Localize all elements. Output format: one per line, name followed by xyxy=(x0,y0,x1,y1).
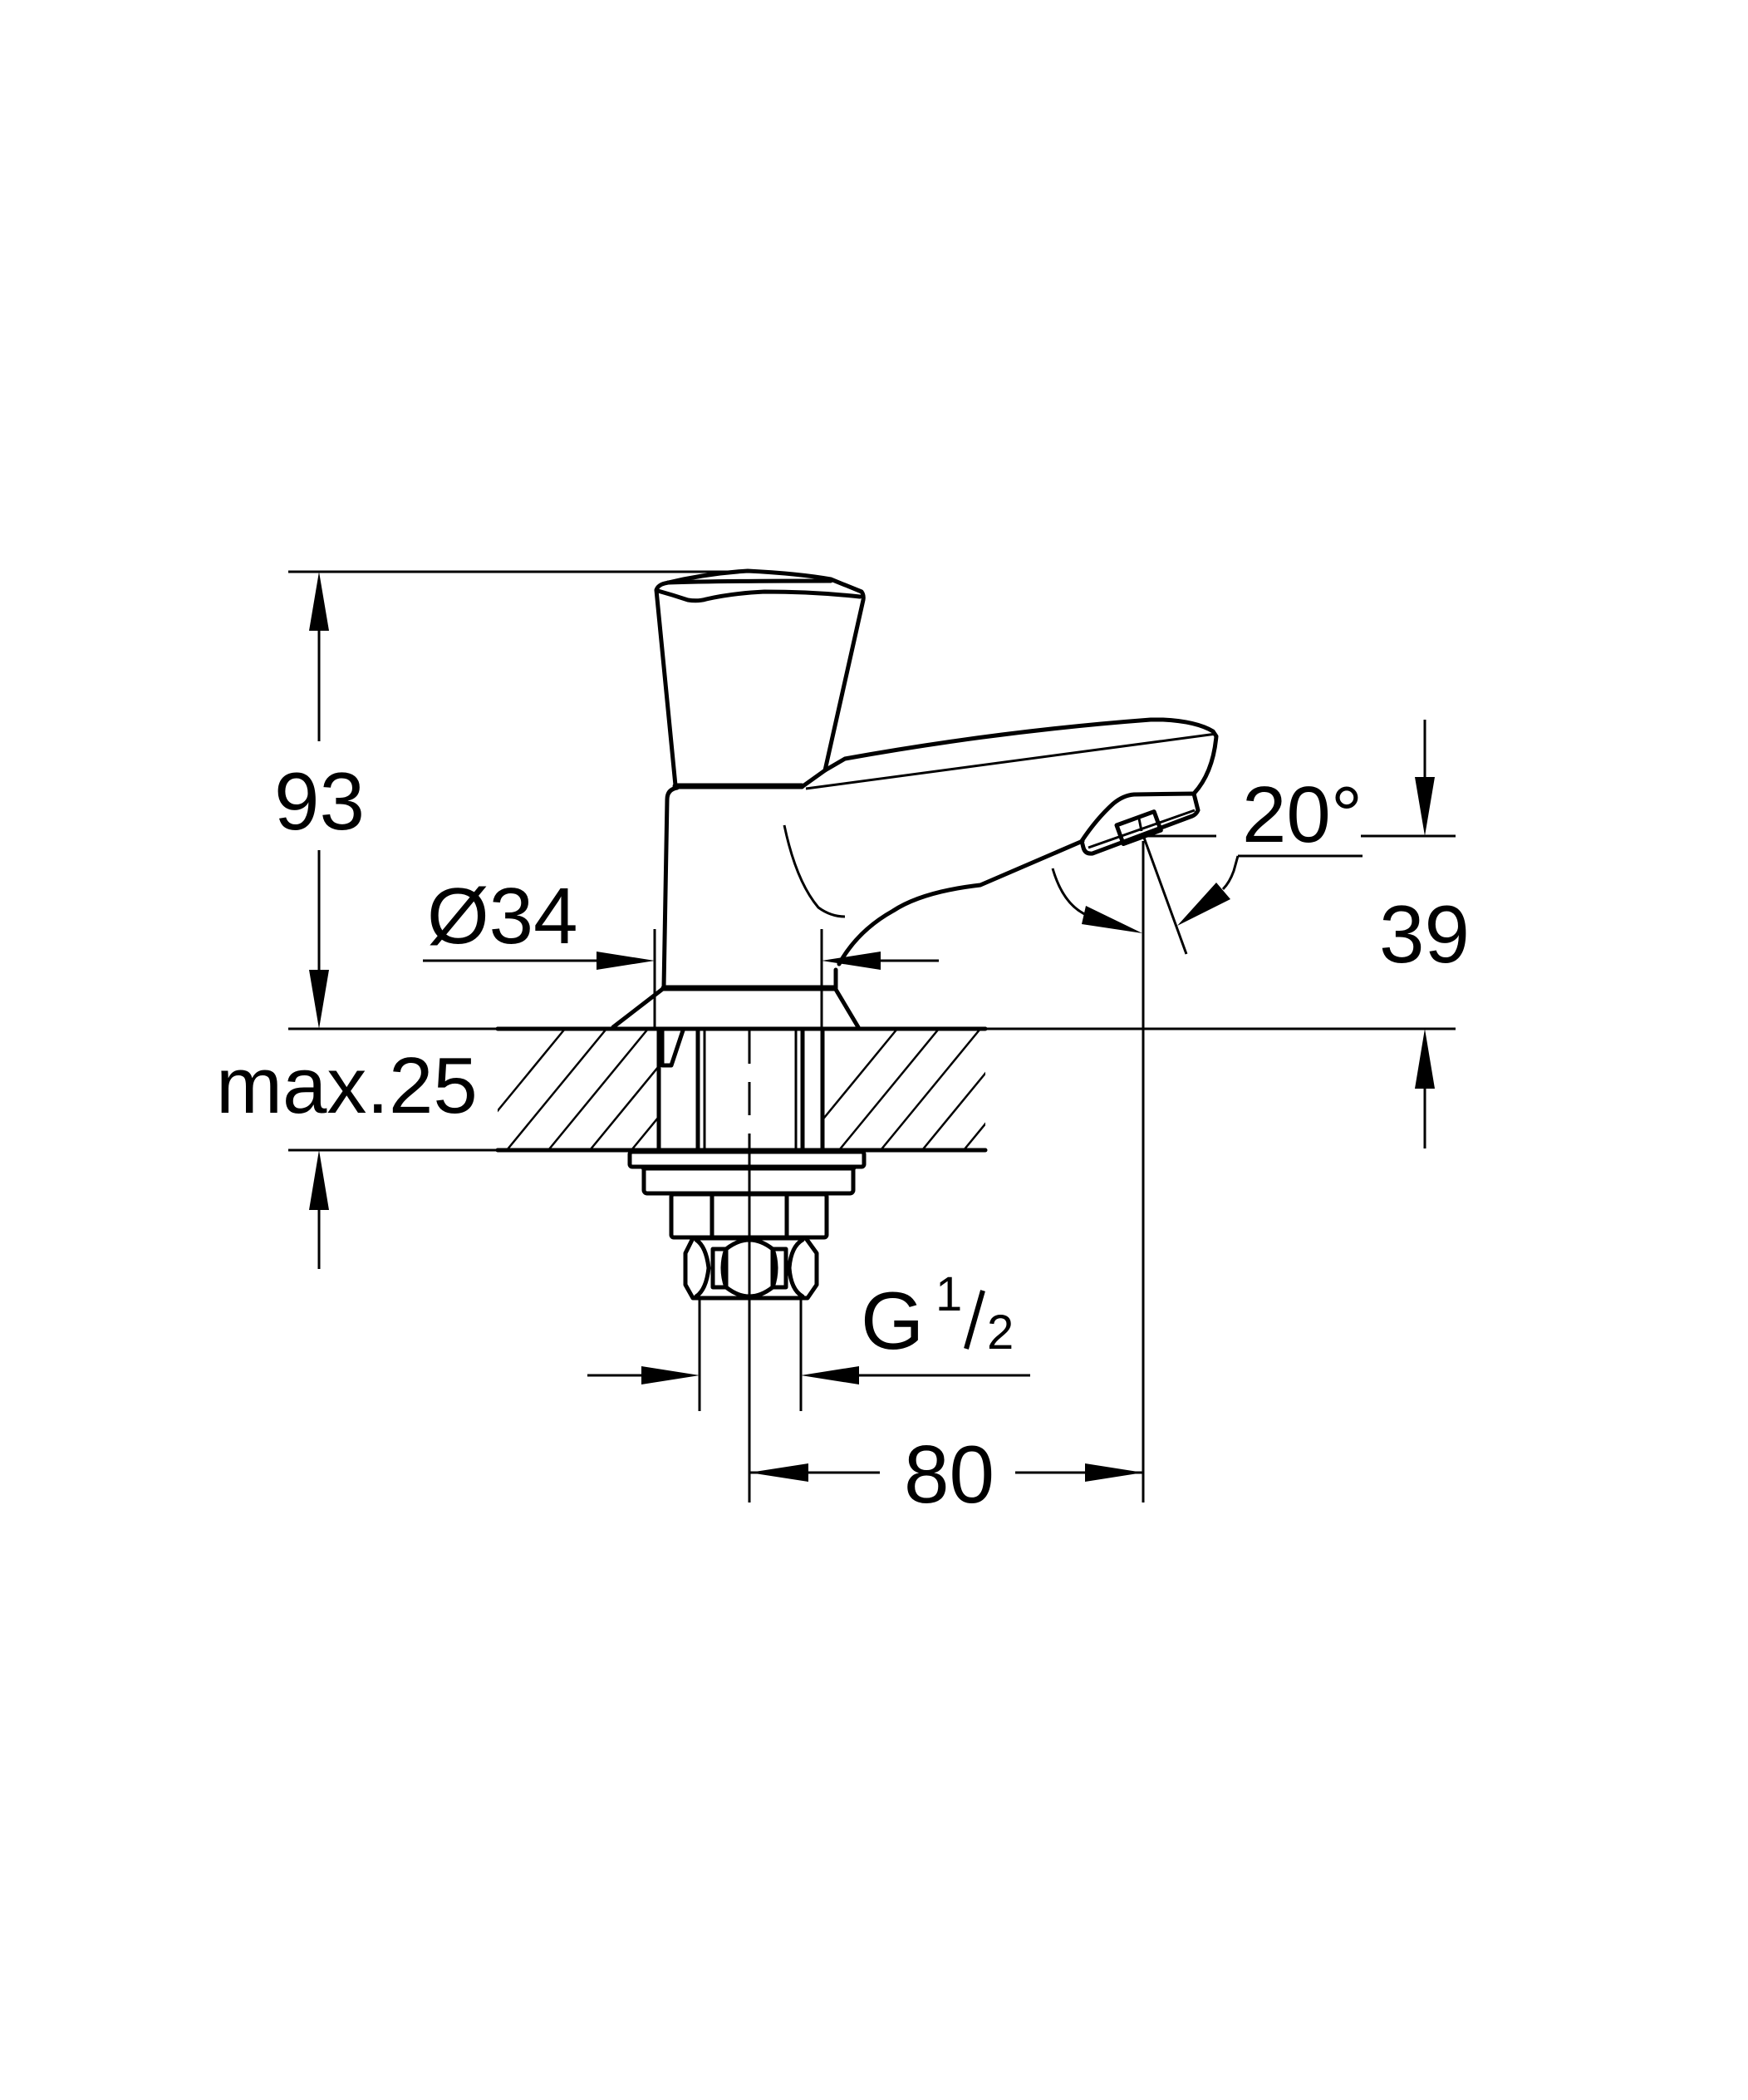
aerator-housing xyxy=(1079,791,1201,856)
dimension-overall-height: 93 xyxy=(274,570,748,1030)
countertop-section xyxy=(495,1026,988,1153)
tap-body xyxy=(611,783,861,1030)
arrow-up-icon xyxy=(309,1150,329,1210)
dimension-label-angle: 20° xyxy=(1242,770,1363,859)
dimension-spout-projection: 80 xyxy=(749,1429,1143,1520)
body-left-edge xyxy=(661,785,680,990)
dimension-label-max25: max.25 xyxy=(216,1041,478,1130)
spout-underside xyxy=(837,839,1085,966)
washer xyxy=(627,1149,867,1169)
arrow-right-icon xyxy=(641,1366,700,1384)
spout xyxy=(799,717,1219,966)
dimension-body-diameter: Ø34 xyxy=(423,872,939,1029)
dimension-label-80: 80 xyxy=(904,1429,994,1520)
thread-label-numerator: 1 xyxy=(935,1267,962,1321)
aerator xyxy=(1114,809,1163,847)
handle-top-rim xyxy=(665,578,833,585)
angle-line xyxy=(1142,837,1188,955)
thread-label-g: G xyxy=(861,1275,924,1366)
dimension-label-diameter: Ø34 xyxy=(427,872,577,961)
dimension-connection-thread: G 1 2 xyxy=(587,1267,1030,1411)
dimension-label-39: 39 xyxy=(1379,888,1470,980)
thread-label-denominator: 2 xyxy=(987,1306,1014,1360)
thread-fraction-slash xyxy=(964,1290,985,1350)
shank xyxy=(656,1028,825,1153)
dimension-label-93: 93 xyxy=(274,755,365,847)
arrow-down-icon xyxy=(1415,777,1435,836)
arrow-left-icon xyxy=(749,1463,808,1482)
arrow-angle-right-icon xyxy=(1177,883,1230,926)
arrow-right-icon xyxy=(1085,1463,1143,1482)
arrow-left-icon xyxy=(801,1366,859,1384)
anti-rotation-pin xyxy=(660,1028,685,1068)
arrow-up-icon xyxy=(1415,1029,1435,1089)
fixing-assembly xyxy=(627,1149,867,1502)
body-contour-curve xyxy=(783,824,846,918)
spout-top-outline xyxy=(799,717,1219,796)
countertop-hatch-right xyxy=(824,1029,985,1150)
handle-outline xyxy=(654,568,866,788)
arrow-down-icon xyxy=(309,970,329,1029)
arrow-right-icon xyxy=(597,952,655,970)
handle-top-edge xyxy=(656,588,862,603)
spout-crease-line xyxy=(805,732,1217,790)
arrow-up-icon xyxy=(309,572,329,631)
hex-connector-nut xyxy=(683,1236,819,1301)
arrow-angle-left-icon xyxy=(1082,906,1142,933)
dimension-spout-angle: 20° xyxy=(1051,770,1363,1502)
dimension-deck-thickness: max.25 xyxy=(216,1041,498,1269)
handle xyxy=(654,568,866,788)
countertop-hatch-left xyxy=(498,1029,659,1150)
arrow-left-icon xyxy=(822,952,881,970)
dimension-outlet-height: 39 xyxy=(985,720,1470,1148)
